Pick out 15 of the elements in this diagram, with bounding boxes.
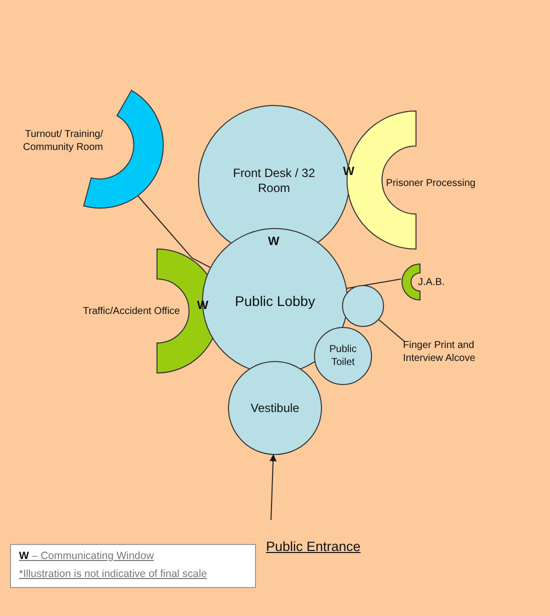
room-label: Finger Print and Interview Alcove	[403, 339, 503, 365]
connector-line	[138, 196, 211, 268]
arrow	[270, 454, 277, 520]
room-bubble: Vestibule	[228, 361, 322, 455]
legend-note: *Illustration is not indicative of final scale	[19, 568, 207, 581]
room-bubble	[342, 285, 384, 327]
leader-line	[378, 319, 406, 342]
room-label: J.A.B.	[418, 276, 446, 289]
window-mark: W	[268, 235, 280, 248]
room-label: Prisoner Processing	[386, 177, 476, 190]
entrance-label: Public Entrance	[266, 539, 376, 556]
room-label: Traffic/Accident Office	[82, 305, 180, 318]
legend-note: W – Communicating Window	[19, 550, 154, 563]
room-bubble: Public Toilet	[314, 327, 372, 385]
room-label: Turnout/ Training/ Community Room	[22, 128, 103, 154]
